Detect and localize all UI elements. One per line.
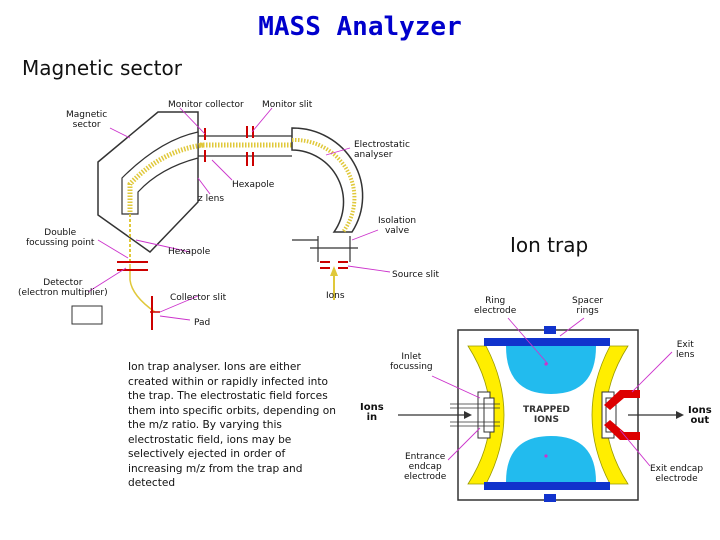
section-title-magnetic-sector: Magnetic sector xyxy=(22,56,182,80)
section-title-ion-trap: Ion trap xyxy=(510,233,589,257)
label-double-focussing: Double focussing point xyxy=(26,228,95,248)
detector-box xyxy=(71,305,103,325)
ring-electrode-bottom xyxy=(484,482,610,490)
ring-electrode-top xyxy=(484,338,610,346)
label-ions-in: Ions in xyxy=(360,402,384,423)
label-isolation-valve: Isolation valve xyxy=(378,216,417,236)
electrostatic-analyser xyxy=(291,127,364,233)
label-ring-electrode: Ring electrode xyxy=(474,296,517,316)
label-inlet-focussing: Inlet focussing xyxy=(390,352,433,372)
label-z-lens: z lens xyxy=(198,194,225,204)
label-hexapole-top: Hexapole xyxy=(232,180,275,190)
leader-lines xyxy=(87,107,391,321)
exit-lens xyxy=(604,390,640,410)
label-monitor-collector: Monitor collector xyxy=(168,100,244,110)
label-source-slit: Source slit xyxy=(392,270,439,280)
trap-leader-lines xyxy=(431,317,673,467)
label-detector: Detector (electron multiplier) xyxy=(18,278,108,298)
label-exit-endcap: Exit endcap electrode xyxy=(650,464,704,484)
ring-electrode-upper-dome xyxy=(506,346,596,394)
ions-arrow xyxy=(330,266,338,276)
label-monitor-slit: Monitor slit xyxy=(262,100,313,110)
label-hexapole-left: Hexapole xyxy=(168,247,211,257)
ring-electrode-lower-dome xyxy=(506,436,596,482)
label-entrance-endcap: Entrance endcap electrode xyxy=(404,452,447,482)
label-exit-lens: Exit lens xyxy=(676,340,695,360)
label-trapped-ions: TRAPPED IONS xyxy=(523,405,570,425)
label-magnetic-sector: Magnetic sector xyxy=(66,110,108,130)
label-collector-slit: Collector slit xyxy=(170,293,227,303)
label-electrostatic-analyser: Electrostatic analyser xyxy=(354,140,410,160)
ion-beam-esa xyxy=(291,137,357,234)
page-title: MASS Analyzer xyxy=(258,12,462,42)
label-ions-out: Ions out xyxy=(688,405,712,426)
label-pad: Pad xyxy=(194,318,211,328)
label-ions: Ions xyxy=(326,291,345,301)
ion-trap-description: Ion trap analyser. Ions are either creat… xyxy=(128,361,336,489)
label-spacer-rings: Spacer rings xyxy=(572,296,604,316)
